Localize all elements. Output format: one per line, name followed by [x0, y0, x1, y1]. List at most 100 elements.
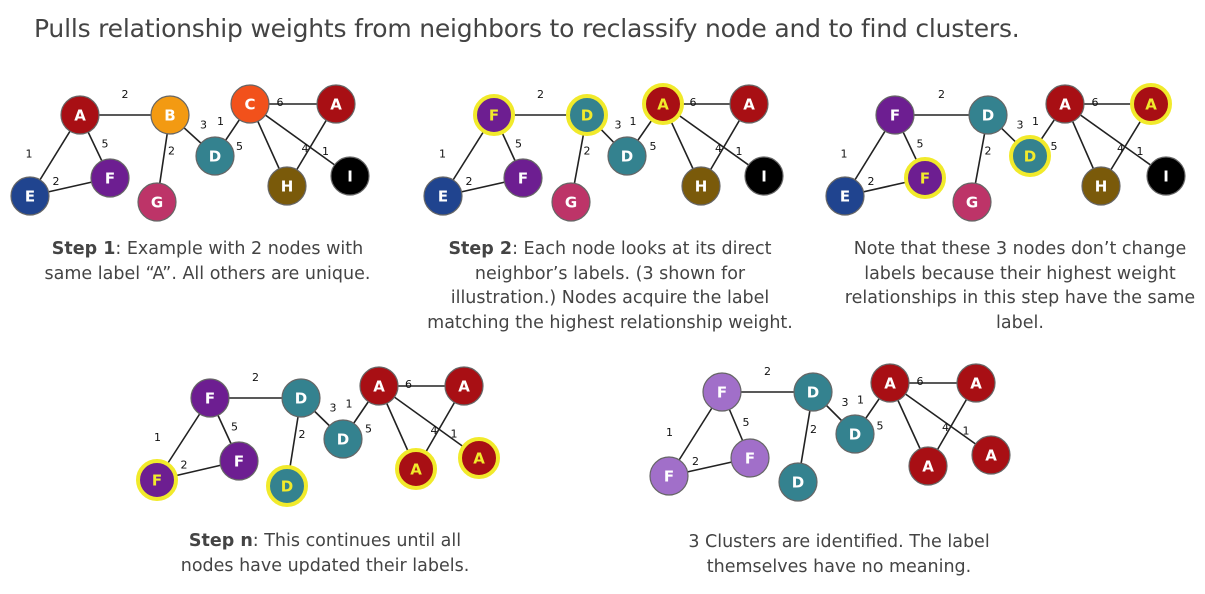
node-circle: [195, 136, 235, 176]
edge-weight-label: 2: [181, 459, 188, 472]
graph-node: D: [778, 462, 818, 502]
node-circle: [875, 95, 915, 135]
node-label: A: [458, 378, 470, 396]
node-label: F: [489, 107, 499, 125]
edge-weight-label: 5: [743, 416, 750, 429]
edge-weight-label: 3: [1017, 119, 1024, 132]
edge-weight-label: 4: [431, 424, 438, 437]
caption-note: Note that these 3 nodes don’t change lab…: [840, 237, 1200, 335]
node-label: D: [281, 478, 293, 496]
edge-weight-label: 4: [942, 421, 949, 434]
graph-node: B: [150, 95, 190, 135]
node-circle: [60, 95, 100, 135]
edge-weight-label: 5: [515, 138, 522, 151]
node-circle: [956, 363, 996, 403]
graph-node: A: [971, 435, 1011, 475]
edge-weight-label: 3: [615, 119, 622, 132]
node-label: G: [151, 194, 163, 212]
edge-weight-label: 6: [1092, 96, 1099, 109]
edge-weight-label: 1: [346, 398, 353, 411]
node-circle: [458, 437, 500, 479]
edge-weight-label: 1: [26, 148, 33, 161]
graph-node: A: [444, 366, 484, 406]
edge-weight-label: 2: [466, 175, 473, 188]
node-circle: [968, 95, 1008, 135]
node-label: G: [565, 194, 577, 212]
edge-weight-label: 1: [963, 425, 970, 438]
edge-weight-label: 5: [231, 421, 238, 434]
edge-weight-label: 2: [537, 88, 544, 101]
graph-node: A: [729, 84, 769, 124]
node-circle: [566, 94, 608, 136]
graph-node: A: [1045, 84, 1085, 124]
node-circle: [395, 448, 437, 490]
edge-weight-label: 6: [405, 378, 412, 391]
graph-node: D: [968, 95, 1008, 135]
node-label: F: [920, 170, 930, 188]
node-label: F: [890, 107, 900, 125]
node-circle: [1130, 83, 1172, 125]
graph-node: G: [551, 182, 591, 222]
node-label: E: [438, 188, 448, 206]
caption-step-n: Step n: This continues until all nodes h…: [160, 529, 490, 578]
graph-node: A: [359, 366, 399, 406]
edge-weight-label: 5: [365, 423, 372, 436]
graph-node: A: [870, 363, 910, 403]
node-circle: [642, 83, 684, 125]
graph-node: A: [642, 83, 684, 125]
node-circle: [835, 414, 875, 454]
edge-weight-label: 2: [810, 423, 817, 436]
node-circle: [473, 94, 515, 136]
edge-weight-label: 5: [102, 138, 109, 151]
node-circle: [607, 136, 647, 176]
graph-node: C: [230, 84, 270, 124]
caption-step-1-text: : Example with 2 nodes with same label “…: [44, 239, 371, 284]
graph-node: A: [956, 363, 996, 403]
node-circle: [1081, 166, 1121, 206]
caption-step-n-text: : This continues until all nodes have up…: [180, 531, 470, 576]
page-title: Pulls relationship weights from neighbor…: [34, 14, 1020, 43]
caption-step-1: Step 1: Example with 2 nodes with same l…: [30, 237, 385, 286]
edge-weight-label: 1: [217, 115, 224, 128]
edge-weight-label: 2: [868, 175, 875, 188]
edge-weight-label: 5: [917, 138, 924, 151]
edge-weight-label: 2: [252, 371, 259, 384]
graph-node: I: [744, 156, 784, 196]
node-label: C: [244, 96, 255, 114]
graph-node: H: [1081, 166, 1121, 206]
graph-node: G: [137, 182, 177, 222]
node-circle: [330, 156, 370, 196]
node-label: F: [105, 170, 115, 188]
node-circle: [793, 372, 833, 412]
edge-weight-label: 1: [841, 148, 848, 161]
node-label: B: [164, 107, 175, 125]
edge-weight-label: 2: [692, 455, 699, 468]
node-circle: [150, 95, 190, 135]
edge-weight-label: 2: [584, 145, 591, 158]
node-circle: [10, 176, 50, 216]
node-label: H: [281, 178, 294, 196]
node-label: D: [849, 426, 861, 444]
graph-node: H: [681, 166, 721, 206]
node-label: A: [330, 96, 342, 114]
node-circle: [90, 158, 130, 198]
graph-node: H: [267, 166, 307, 206]
graph-node: D: [323, 419, 363, 459]
caption-step-1-bold: Step 1: [51, 239, 116, 259]
node-label: D: [209, 148, 221, 166]
graph-node: A: [60, 95, 100, 135]
edge-weight-label: 1: [736, 145, 743, 158]
node-circle: [681, 166, 721, 206]
graph-node: I: [330, 156, 370, 196]
node-circle: [444, 366, 484, 406]
edge: [1064, 103, 1167, 177]
node-circle: [744, 156, 784, 196]
node-circle: [281, 378, 321, 418]
graph-node: G: [952, 182, 992, 222]
edge-weight-label: 1: [439, 148, 446, 161]
edge-weight-label: 1: [322, 145, 329, 158]
edge-weight-label: 2: [299, 428, 306, 441]
